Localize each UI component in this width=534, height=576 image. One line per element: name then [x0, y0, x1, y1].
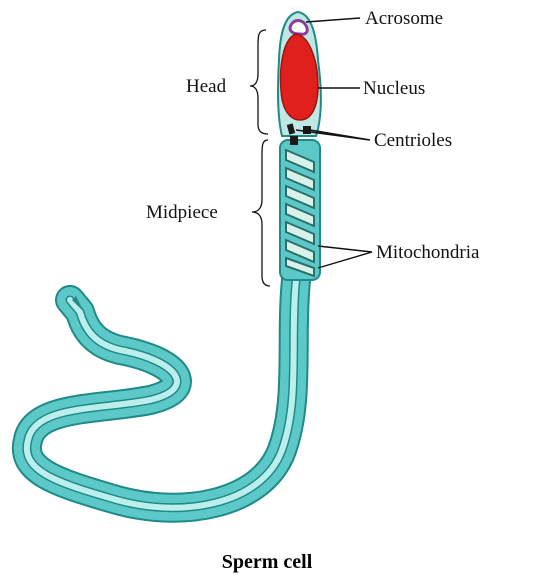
caption: Sperm cell — [222, 551, 313, 573]
midpiece-label: Midpiece — [146, 202, 218, 223]
head-brace — [250, 30, 268, 134]
mitochondria-pointer — [318, 246, 372, 268]
midpiece — [280, 140, 320, 280]
nucleus-label: Nucleus — [363, 78, 425, 99]
head-label: Head — [186, 76, 227, 97]
midpiece-brace — [252, 140, 270, 286]
acrosome-label: Acrosome — [365, 8, 443, 29]
acrosome-pointer — [306, 18, 360, 22]
centrioles-label: Centrioles — [374, 130, 452, 151]
head — [278, 12, 321, 136]
acrosome-shape — [290, 21, 307, 35]
mitochondria-label: Mitochondria — [376, 242, 480, 263]
tail — [27, 280, 296, 508]
